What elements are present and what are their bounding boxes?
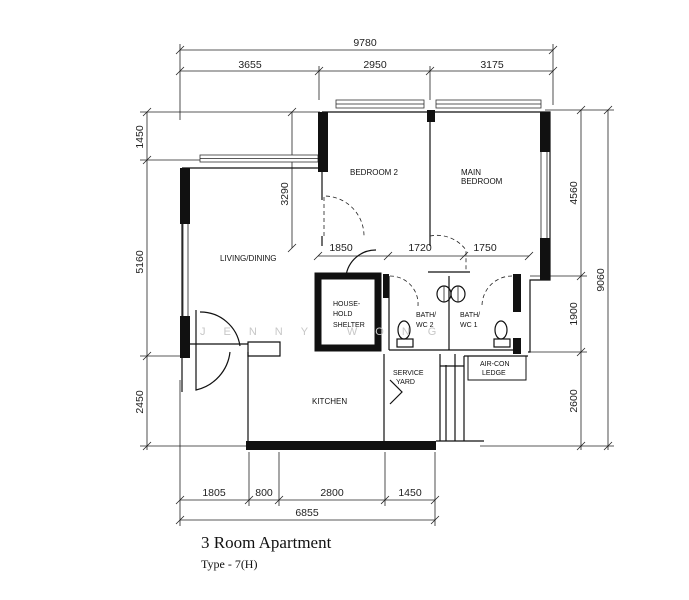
- windows: [182, 99, 548, 320]
- dim-right-c: 2600: [568, 389, 580, 413]
- label-bath-wc1-line2: WC 1: [460, 322, 478, 329]
- dim-top-total: 9780: [353, 37, 377, 49]
- dim-right-total: 9060: [595, 268, 607, 292]
- dim-top-a: 3655: [238, 59, 262, 71]
- wc2-toilet-icon: [396, 320, 414, 348]
- label-aircon-ledge-line2: LEDGE: [482, 370, 506, 377]
- label-service-yard-line2: YARD: [396, 379, 415, 386]
- bottom-dimensions: 1805 800 2800 1450 6855: [175, 380, 440, 526]
- inner-dimensions: 3290 1850 1720 1750: [279, 107, 534, 261]
- top-dimensions: 9780 3655 2950 3175: [175, 37, 558, 120]
- label-aircon-ledge-line1: AIR-CON: [480, 361, 510, 368]
- plan-subtitle: Type - 7(H): [201, 557, 258, 571]
- dim-bottom-d: 1450: [398, 487, 422, 499]
- dim-right-a: 4560: [568, 181, 580, 205]
- dim-top-b: 2950: [363, 59, 387, 71]
- label-household-line1: HOUSE-: [333, 301, 361, 308]
- dim-bottom-c: 2800: [320, 487, 344, 499]
- label-service-yard-line1: SERVICE: [393, 370, 424, 377]
- dim-inner-b: 1720: [408, 242, 432, 254]
- left-dimensions: 1450 5160 2450: [134, 107, 320, 451]
- dim-inner-c: 1750: [473, 242, 497, 254]
- dim-inner-a: 1850: [329, 242, 353, 254]
- dim-bottom-b: 800: [255, 487, 273, 499]
- label-kitchen: KITCHEN: [312, 397, 347, 406]
- dim-right-b: 1900: [568, 302, 580, 326]
- label-household-line3: SHELTER: [333, 322, 365, 329]
- dim-inner-bedroom-height: 3290: [279, 182, 291, 206]
- right-dimensions: 4560 1900 2600 9060: [480, 105, 614, 451]
- label-bath-wc1-line1: BATH/: [460, 312, 480, 319]
- label-main-bedroom-line1: MAIN: [461, 168, 481, 177]
- label-living-dining: LIVING/DINING: [220, 254, 276, 263]
- label-bedroom-2: BEDROOM 2: [350, 168, 399, 177]
- dim-left-b: 5160: [134, 250, 146, 274]
- label-main-bedroom-line2: BEDROOM: [461, 177, 503, 186]
- doors: [195, 195, 513, 391]
- dim-left-a: 1450: [134, 125, 146, 149]
- label-bath-wc2-line2: WC 2: [416, 322, 434, 329]
- basin-icon: [436, 285, 466, 303]
- wc1-toilet-icon: [493, 320, 511, 348]
- dim-bottom-total: 6855: [295, 507, 319, 519]
- plan-title: 3 Room Apartment: [201, 533, 332, 552]
- label-household-line2: HOLD: [333, 311, 352, 318]
- fixtures: [396, 285, 511, 348]
- label-bath-wc2-line1: BATH/: [416, 312, 436, 319]
- room-labels: BEDROOM 2 MAIN BEDROOM LIVING/DINING HOU…: [220, 168, 510, 406]
- dim-left-c: 2450: [134, 390, 146, 414]
- dim-top-c: 3175: [480, 59, 504, 71]
- dim-bottom-a: 1805: [202, 487, 226, 499]
- walls: [180, 110, 551, 450]
- watermark: JENNY WONG: [200, 326, 454, 338]
